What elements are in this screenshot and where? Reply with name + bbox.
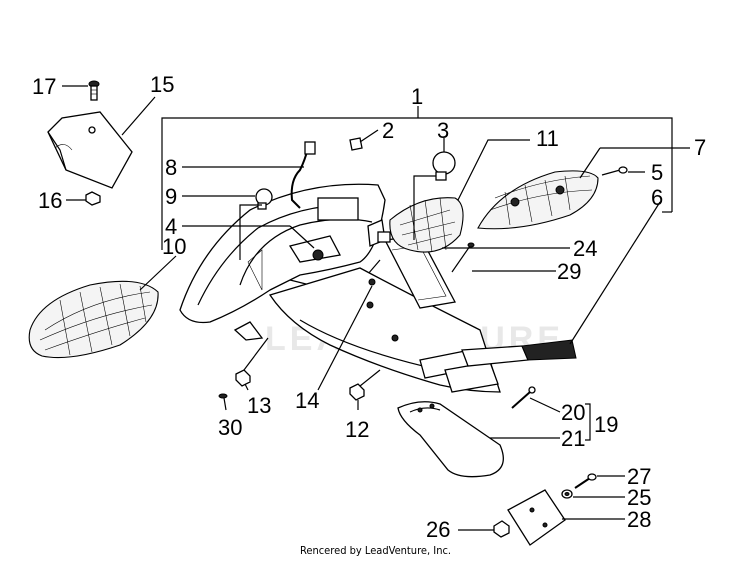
bracket-28 [507,489,566,546]
tail-light-7 [477,170,599,230]
cover-plate-15 [47,111,133,189]
license-holder [233,267,501,393]
callout-30: 30 [218,415,242,440]
callout-26: 26 [426,517,450,542]
callout-3: 3 [437,118,449,143]
nut-26 [493,520,510,538]
bolt-27 [574,473,597,489]
screw-5 [601,166,628,176]
callout-12: 12 [345,417,369,442]
callout-10: 10 [162,234,186,259]
bulb-3 [432,151,456,181]
callout-4: 4 [165,214,177,239]
clip-2 [349,137,363,151]
callout-5: 5 [651,160,663,185]
tail-lens-10 [28,280,159,359]
callout-15: 15 [150,72,174,97]
nut-12 [349,383,365,401]
callout-27: 27 [627,464,651,489]
light-housing-11 [377,197,464,253]
wiring-harness-8 [290,141,316,209]
callout-8: 8 [165,155,177,180]
callout-25: 25 [627,485,651,510]
callout-9: 9 [165,184,177,209]
bolt-20 [511,386,536,409]
nut-13 [235,369,251,387]
callout-2: 2 [382,118,394,143]
callout-16: 16 [38,188,62,213]
callout-24: 24 [573,236,597,261]
callout-28: 28 [627,507,651,532]
callout-13: 13 [247,393,271,418]
nut-16 [85,191,101,206]
screw-30 [218,393,228,411]
callout-20: 20 [561,400,585,425]
footer-credit: Rencered by LeadVenture, Inc. [300,544,451,557]
callout-14: 14 [295,388,319,413]
callout-17: 17 [32,74,56,99]
bulb-9 [255,188,273,210]
callout-11: 11 [536,126,559,151]
callout-29: 29 [557,259,581,284]
nut-14 [368,278,376,286]
callout-6: 6 [651,185,663,210]
screw-17 [88,80,100,101]
mud-flap-21 [397,401,504,478]
reflector-6 [461,339,577,367]
callout-1: 1 [411,84,423,109]
washer-25 [561,489,573,499]
leader-lines [62,85,690,531]
callout-21: 21 [561,426,585,451]
callout-19: 19 [594,412,618,437]
screw-29 [451,242,475,273]
callout-7: 7 [694,135,706,160]
callout-numbers: 17 15 16 1 2 3 11 7 5 6 8 9 4 10 24 29 1… [32,72,706,542]
